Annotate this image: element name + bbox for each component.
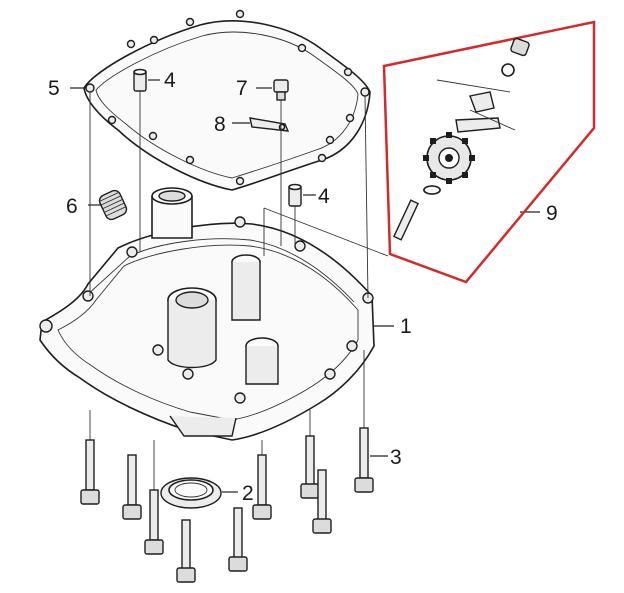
callout-4-lower: 4	[318, 185, 330, 208]
callout-4-upper: 4	[164, 69, 176, 92]
oil-filter-screen	[98, 189, 128, 221]
crankcase-gasket	[83, 9, 371, 191]
governor-assembly	[392, 37, 530, 241]
cover-bolts	[80, 427, 374, 583]
dowel-pin-upper	[133, 68, 147, 92]
callout-1-label: 1	[400, 315, 412, 338]
oil-seal	[160, 477, 222, 509]
callout-leaders	[70, 79, 540, 493]
callout-9: 9	[546, 202, 558, 225]
oil-drain-bolt	[273, 79, 289, 101]
highlight-outline	[382, 20, 596, 284]
callout-8: 8	[214, 113, 226, 136]
callout-6: 6	[66, 195, 78, 218]
callout-2: 2	[242, 482, 254, 505]
callout-7: 7	[236, 77, 248, 100]
crankcase-cover	[39, 187, 375, 441]
assembly-guide-lines	[89, 92, 389, 490]
callout-5: 5	[48, 77, 60, 100]
callout-3: 3	[390, 446, 402, 469]
dowel-pin-lower	[288, 183, 302, 207]
